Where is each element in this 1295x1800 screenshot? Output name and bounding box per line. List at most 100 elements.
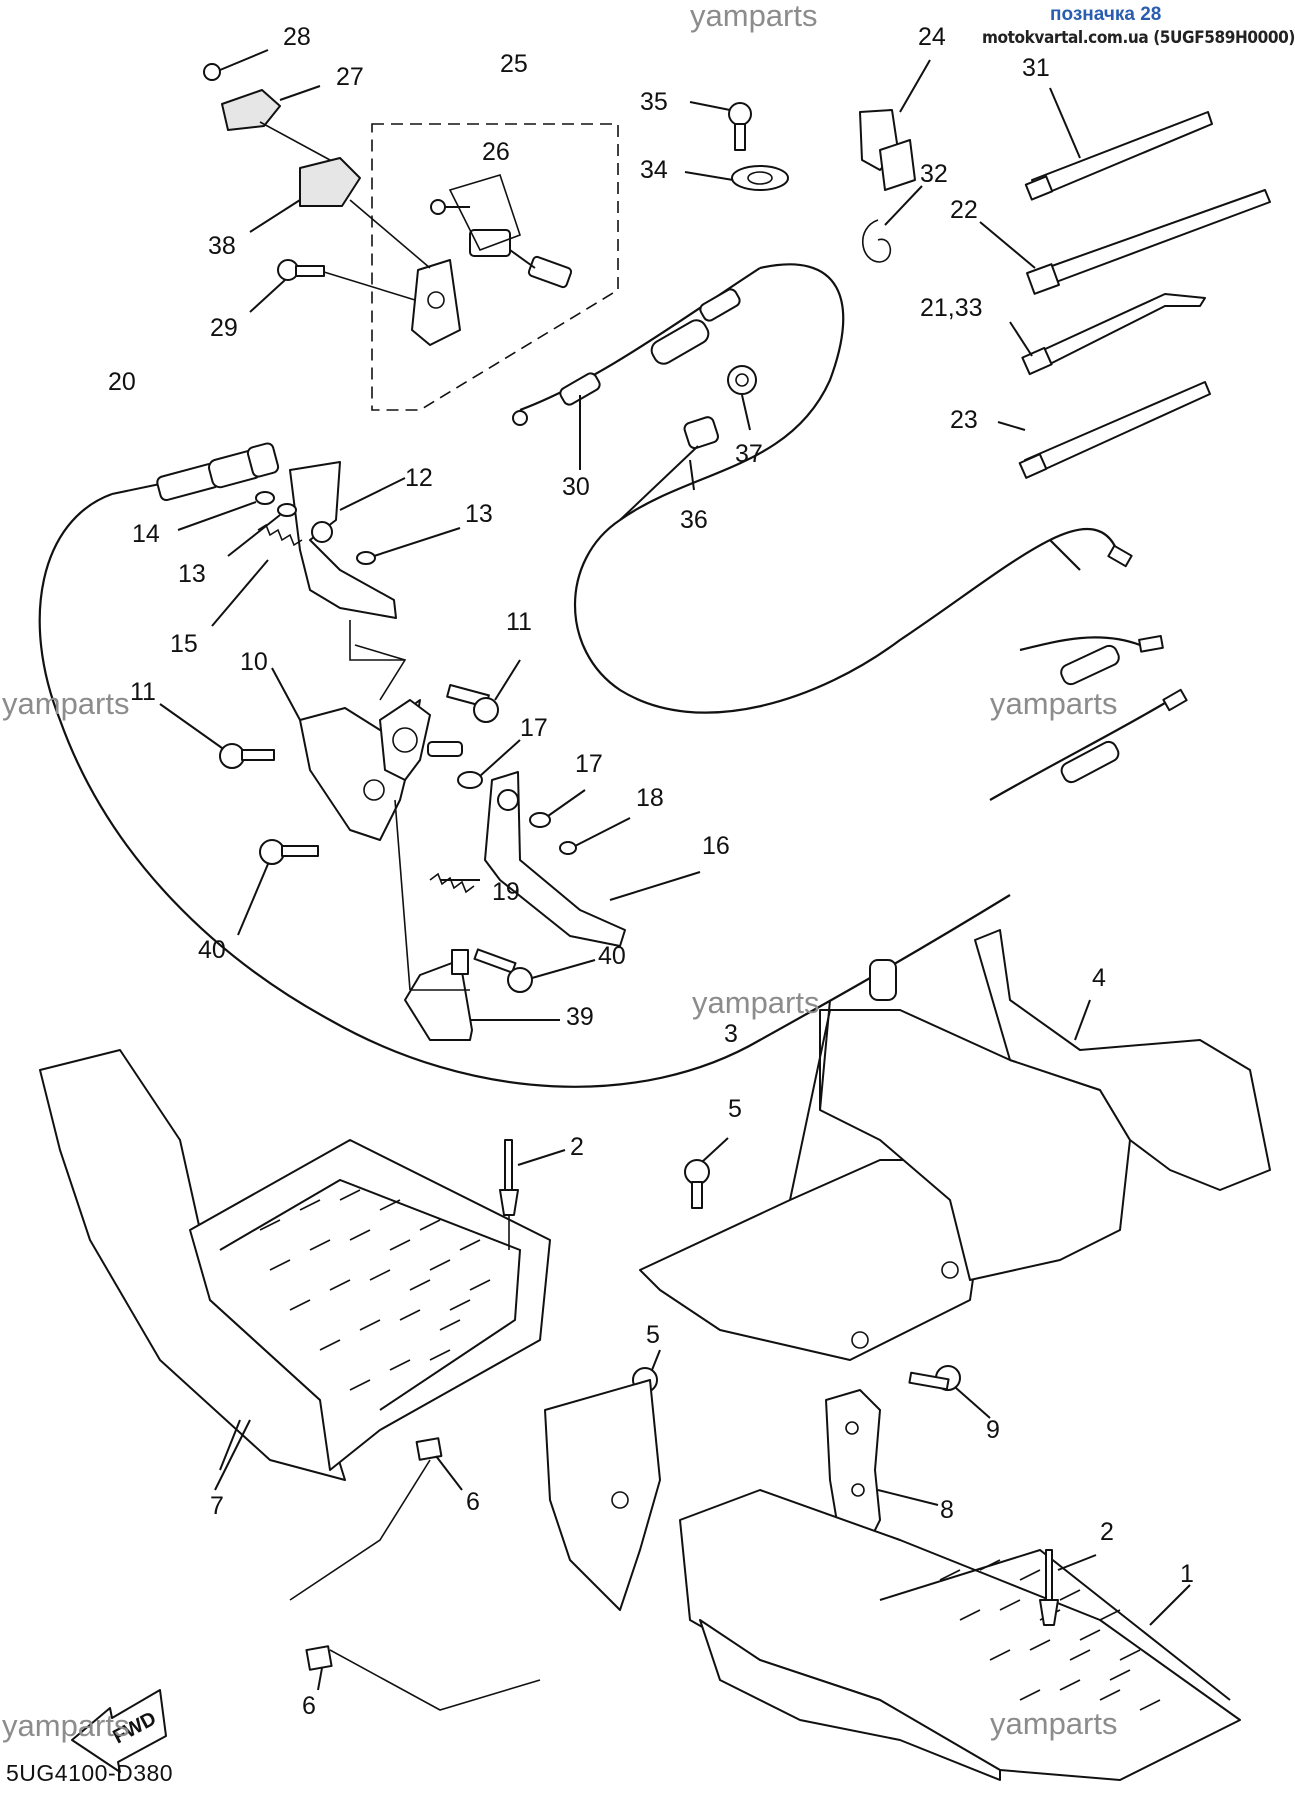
callout-6b: 6 xyxy=(302,1692,316,1720)
cover-27 xyxy=(221,85,321,131)
spring-15 xyxy=(211,523,303,627)
callout-2a: 2 xyxy=(570,1133,584,1161)
clip-32 xyxy=(861,185,923,263)
lever-16 xyxy=(484,771,701,947)
bolt-40-left xyxy=(237,839,319,936)
cover-3 xyxy=(639,999,1131,1361)
callout-25: 25 xyxy=(500,50,528,78)
callout-40a: 40 xyxy=(198,936,226,964)
callout-13a: 13 xyxy=(178,560,206,588)
bolt-28 xyxy=(203,49,269,81)
band-23 xyxy=(997,381,1211,479)
callout-5a: 5 xyxy=(728,1095,742,1123)
watermark-bottom-left: yamparts xyxy=(2,1708,130,1743)
pivot-plate xyxy=(379,699,463,781)
callout-32: 32 xyxy=(920,160,948,188)
diagram-code: 5UG4100-D380 xyxy=(6,1760,174,1786)
footrest-board-1 xyxy=(544,1379,1241,1781)
watermark-left: yamparts xyxy=(2,686,130,721)
callout-1: 1 xyxy=(1180,1560,1194,1588)
callout-10: 10 xyxy=(240,648,268,676)
callout-37: 37 xyxy=(735,440,763,468)
callout-12: 12 xyxy=(405,464,433,492)
cable-20-adjuster xyxy=(111,442,280,502)
cable-end-middle xyxy=(1019,635,1164,686)
bolt-11-left xyxy=(159,703,275,769)
switch-assembly-box xyxy=(371,123,619,411)
callout-15: 15 xyxy=(170,630,198,658)
callout-11a: 11 xyxy=(506,608,532,636)
band-22 xyxy=(979,189,1271,295)
collar-14 xyxy=(177,491,275,531)
callout-14: 14 xyxy=(132,520,160,548)
callout-22: 22 xyxy=(950,196,978,224)
cable-end-upper xyxy=(1049,527,1133,568)
footrest-7-tread xyxy=(259,1189,491,1391)
washer-17a xyxy=(457,739,521,789)
callout-29: 29 xyxy=(210,314,238,342)
watermark-center: yamparts xyxy=(692,985,820,1020)
callout-30: 30 xyxy=(562,473,590,501)
bracket-39 xyxy=(404,949,560,1041)
callout-31: 31 xyxy=(1022,54,1050,82)
switch-bracket xyxy=(411,174,573,346)
callout-21-33: 21,33 xyxy=(920,294,983,322)
cable-s-30 xyxy=(573,263,1051,714)
callout-16: 16 xyxy=(702,832,730,860)
cable-loop-20 xyxy=(38,492,1011,1088)
nut-37 xyxy=(727,365,757,431)
spring-19 xyxy=(429,872,480,894)
watermark-top: yamparts xyxy=(690,0,818,33)
callout-20: 20 xyxy=(108,368,136,396)
callout-17b: 17 xyxy=(575,750,603,778)
washer-17b xyxy=(529,789,586,828)
callout-24: 24 xyxy=(918,23,946,51)
callout-9: 9 xyxy=(986,1416,1000,1444)
watermark-right: yamparts xyxy=(990,686,1118,721)
callout-11b: 11 xyxy=(130,678,156,706)
lever-12 xyxy=(289,461,406,619)
header-label: позначка 28 xyxy=(1050,4,1162,25)
washer-13b xyxy=(356,527,461,565)
clip-6b xyxy=(305,1645,333,1691)
callout-19: 19 xyxy=(492,878,520,906)
footrest-board-7 xyxy=(39,1049,551,1481)
cable-30-adjuster xyxy=(512,288,741,470)
header-site: motokvartal.com.ua (5UGF589H0000) xyxy=(982,28,1295,48)
clip-18 xyxy=(559,817,631,855)
callout-7: 7 xyxy=(210,1492,224,1520)
callout-6a: 6 xyxy=(466,1488,480,1516)
fwd-arrow xyxy=(71,1689,167,1773)
callout-4: 4 xyxy=(1092,964,1106,992)
band-21-33 xyxy=(1009,293,1206,376)
band-31 xyxy=(1024,87,1213,201)
bolt-35 xyxy=(689,101,752,151)
holder-24 xyxy=(859,59,931,191)
callout-28: 28 xyxy=(283,23,311,51)
callout-23: 23 xyxy=(950,406,978,434)
callout-34: 34 xyxy=(640,156,668,184)
callout-8: 8 xyxy=(940,1496,954,1524)
cover-4 xyxy=(869,929,1271,1191)
callout-18: 18 xyxy=(636,784,664,812)
rivet-2-upper xyxy=(499,1139,566,1250)
callout-40b: 40 xyxy=(598,942,626,970)
rivet-2-lower xyxy=(1039,1549,1097,1626)
cable-top-30 xyxy=(519,267,761,412)
bolt-40-right xyxy=(473,948,596,993)
bolt-29 xyxy=(249,259,416,313)
clip-6a xyxy=(415,1437,463,1491)
callout-3: 3 xyxy=(724,1020,738,1048)
watermark-bottom-right: yamparts xyxy=(990,1706,1118,1741)
cover-38 xyxy=(249,121,431,269)
callout-35: 35 xyxy=(640,88,668,116)
cable-end-lower xyxy=(989,688,1188,801)
callout-2b: 2 xyxy=(1100,1518,1114,1546)
bolt-9 xyxy=(908,1365,991,1419)
callout-5b: 5 xyxy=(646,1321,660,1349)
bolt-11-right xyxy=(446,659,521,723)
callout-13b: 13 xyxy=(465,500,493,528)
grommet-36 xyxy=(619,416,719,521)
